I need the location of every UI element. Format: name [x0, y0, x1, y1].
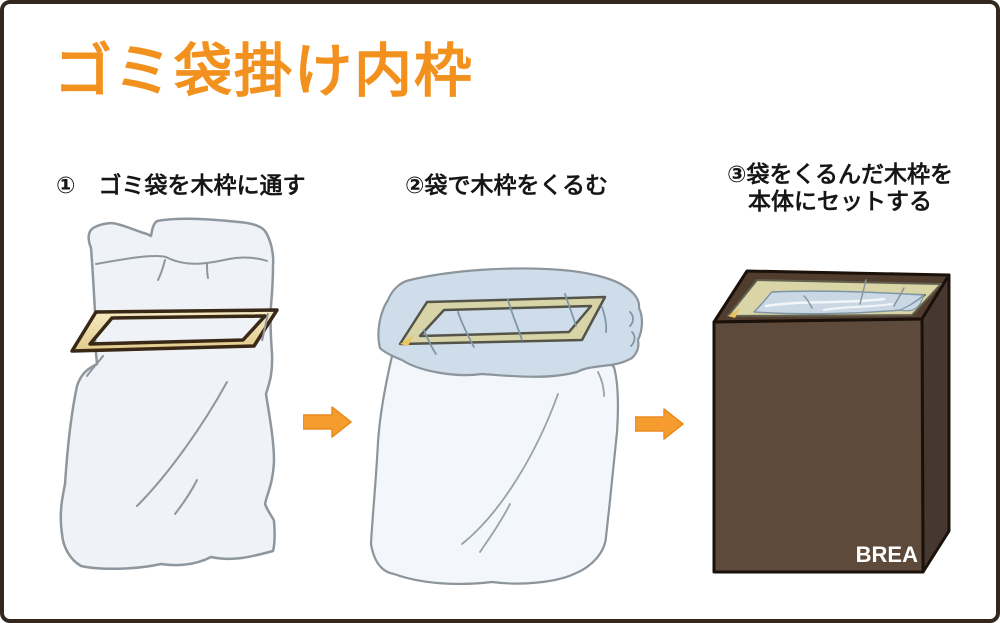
step1-caption: ① ゴミ袋を木枠に通す: [56, 172, 306, 198]
step2-caption: ②袋で木枠をくるむ: [405, 172, 609, 198]
bin-side-face: [920, 273, 951, 574]
bag-opening-wrinkles: [764, 279, 905, 311]
folded-top-wrinkles: [423, 293, 636, 355]
bag-wrinkle-lines: [86, 254, 268, 515]
bag-folded-top: [377, 267, 644, 378]
wooden-frame: [70, 308, 279, 353]
bag-edge-over-frame: [261, 312, 269, 342]
bag-fold-over-corner: [898, 294, 925, 312]
step3-caption-line1: ③袋をくるんだ木枠を: [726, 161, 953, 187]
step3-illustration-frame-in-bin: BREA: [712, 269, 951, 574]
arrow-right-icon: [303, 406, 352, 438]
step3-caption: ③袋をくるんだ木枠を 本体にセットする: [702, 161, 978, 215]
bin-brand-label: BREA: [856, 542, 918, 567]
arrow-right-icon: [635, 408, 684, 440]
step3-caption-line2: 本体にセットする: [748, 188, 932, 214]
bag-body-wrinkles: [461, 371, 605, 553]
page-title: ゴミ袋掛け内枠: [54, 39, 475, 104]
bag-body: [369, 354, 620, 585]
step2-illustration-bag-wrapped-frame: [369, 267, 644, 585]
garbage-bag-outline: [59, 217, 276, 571]
step1-illustration-bag-through-frame: [59, 217, 279, 571]
wooden-frame-through-bag: [398, 295, 607, 346]
bin-front-face: [712, 317, 925, 574]
frame-corner-highlight: [728, 308, 740, 318]
frame-corner-highlight: [400, 335, 414, 346]
